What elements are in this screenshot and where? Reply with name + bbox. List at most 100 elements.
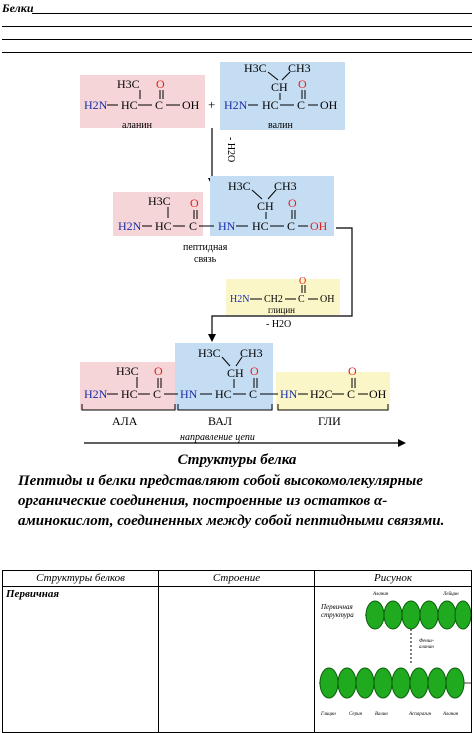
- dipeptide-val-h3c: H3C: [228, 179, 251, 193]
- dipeptide-val-ch: CH: [257, 199, 274, 213]
- tripeptide-val-box: [175, 343, 273, 410]
- residue-val: ВАЛ: [208, 414, 232, 428]
- glycine-oh: OH: [320, 294, 334, 305]
- tri-gly-c: C: [347, 387, 355, 401]
- figure-label-serine: Серин: [349, 712, 363, 717]
- cell-build: [158, 586, 315, 733]
- tri-ala-hc: HC: [121, 387, 138, 401]
- residue-gly: ГЛИ: [318, 414, 341, 428]
- bead: [445, 667, 465, 699]
- alanine-oh: OH: [182, 98, 200, 112]
- section-caption: Структуры белка: [177, 452, 297, 468]
- page-header: Белки: [2, 1, 34, 15]
- bead: [419, 600, 439, 630]
- dipeptide-ala-box: [113, 192, 203, 236]
- tri-ala-c: C: [153, 387, 161, 401]
- primary-structure-figure: Первичная структура Аланин Лейцин Фенил-…: [319, 591, 472, 717]
- tri-val-h3c: H3C: [198, 346, 221, 360]
- table-row: Первичная Первичная структура Аланин Лей…: [1, 586, 472, 733]
- dipeptide-o: O: [190, 196, 199, 210]
- figure-label-alanine-2: Аланин: [442, 712, 459, 717]
- tri-ala-ch3: H3C: [116, 364, 139, 378]
- table-header-row: Структуры белков Строение Рисунок: [1, 570, 472, 587]
- direction-label: направление цепи: [180, 432, 255, 443]
- bond: [267, 71, 279, 81]
- dipeptide-val-ch3: CH3: [274, 179, 297, 193]
- dipeptide-ch3: H3C: [148, 194, 171, 208]
- valine-ch3: CH3: [288, 61, 311, 75]
- tri-ala-o: O: [154, 364, 163, 378]
- col-header-build: Строение: [158, 570, 315, 587]
- glycine-box: [226, 279, 340, 315]
- glycine-ch2: CH2: [264, 294, 283, 305]
- glycine-c: C: [298, 294, 305, 305]
- bead: [383, 600, 403, 630]
- dipeptide-val-oh: OH: [310, 219, 328, 233]
- bond: [251, 189, 263, 200]
- tripeptide-ala-box: [80, 362, 175, 410]
- bead: [409, 667, 429, 699]
- valine-box: [220, 62, 345, 130]
- tri-val-hc: HC: [215, 387, 232, 401]
- alanine-box: [80, 75, 205, 128]
- col-header-figure: Рисунок: [314, 570, 472, 587]
- bond: [281, 71, 291, 81]
- bead: [427, 667, 447, 699]
- bond: [267, 189, 277, 200]
- bracket-ala: [81, 404, 176, 411]
- valine-h2n: H2N: [224, 98, 248, 112]
- bond: [221, 356, 231, 367]
- tri-gly-hn: HN: [280, 387, 298, 401]
- peptide-scheme: H3C H2N HC C O OH аланин + H3C CH3 CH H2…: [80, 61, 406, 447]
- dipeptide-c: C: [189, 219, 197, 233]
- top-bead-chain: [365, 600, 472, 630]
- tri-gly-o: O: [348, 364, 357, 378]
- glycine-h2n: H2N: [230, 294, 249, 305]
- valine-label: валин: [268, 120, 293, 131]
- tri-val-o: O: [250, 364, 259, 378]
- alanine-hc: HC: [121, 98, 138, 112]
- tri-gly-oh: OH: [369, 387, 387, 401]
- alanine-c: C: [155, 98, 163, 112]
- tripeptide-gly-box: [276, 372, 390, 410]
- col-header-structure: Структуры белков: [1, 570, 160, 587]
- direction-arrow-head: [398, 439, 406, 447]
- peptide-bond-label-2: связь: [194, 254, 217, 265]
- valine-hc: HC: [262, 98, 279, 112]
- minus-water-2: - H2O: [266, 319, 291, 330]
- valine-ch: CH: [271, 80, 288, 94]
- alanine-ch3: H3C: [117, 77, 140, 91]
- tri-ala-h2n: H2N: [84, 387, 108, 401]
- alanine-h2n: H2N: [84, 98, 108, 112]
- figure-label-alanine: Аланин: [372, 592, 389, 597]
- answer-line-3: [2, 39, 472, 40]
- glycine-label: глицин: [268, 305, 295, 315]
- protein-structure-table: Структуры белков Строение Рисунок Первич…: [1, 570, 472, 733]
- bead: [355, 667, 375, 699]
- arrow-2: [211, 227, 353, 338]
- answer-line-2: [2, 26, 472, 27]
- tri-val-ch3: CH3: [240, 346, 263, 360]
- bead: [365, 600, 385, 630]
- figure-label-valine: Валин: [375, 712, 388, 717]
- tri-gly-h2c: H2C: [310, 387, 333, 401]
- tri-val-ch: CH: [227, 366, 244, 380]
- figure-label-asparagine: Аспарагин: [408, 712, 432, 717]
- dipeptide-h2n: H2N: [118, 219, 142, 233]
- bead: [437, 600, 457, 630]
- valine-c: C: [297, 98, 305, 112]
- plus-sign: +: [208, 97, 215, 112]
- answer-line-1: [32, 13, 472, 14]
- dipeptide-hn: HN: [218, 219, 236, 233]
- bead: [373, 667, 393, 699]
- alanine-label: аланин: [122, 120, 153, 131]
- arrow-2-head: [208, 334, 216, 342]
- bracket-gly: [277, 404, 389, 411]
- alanine-o: O: [156, 77, 165, 91]
- tri-val-hn: HN: [180, 387, 198, 401]
- bead: [337, 667, 357, 699]
- glycine-o: O: [299, 276, 306, 287]
- figure-title-2: структура: [321, 611, 354, 619]
- figure-label-phe-2: аланин: [419, 645, 434, 650]
- bead: [454, 600, 472, 630]
